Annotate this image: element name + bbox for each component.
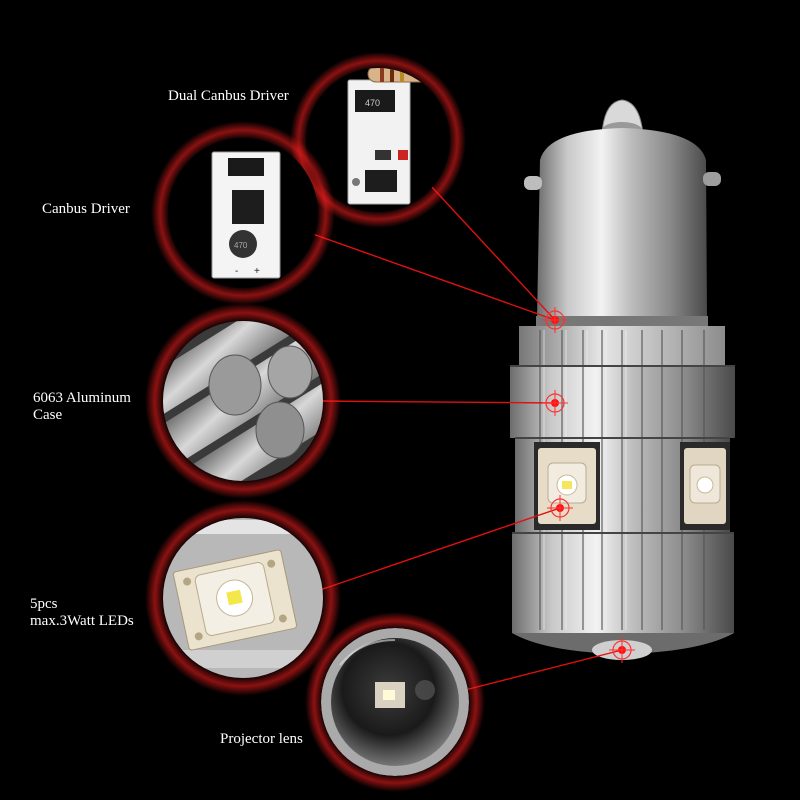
aluminum-case-label-line1: 6063 Aluminum — [33, 390, 131, 406]
projector-lens-label: Projector lens — [220, 731, 303, 747]
leds-label: 5pcs max.3Watt LEDs — [30, 596, 134, 630]
dual-driver-resistor-code: 470 — [365, 98, 380, 108]
canbus-driver-label: Canbus Driver — [42, 201, 130, 217]
aluminum-case-label-line2: Case — [33, 407, 63, 423]
bulb-base — [524, 99, 721, 326]
side-led-right — [680, 442, 730, 530]
canbus-driver-callout: 470 - + — [151, 121, 335, 305]
target-markers — [542, 307, 635, 663]
leds-label-line2: max.3Watt LEDs — [30, 613, 134, 629]
leader-lines — [309, 184, 623, 691]
dual-canbus-driver-callout: 470 — [290, 52, 466, 228]
polarity-minus: - — [235, 266, 238, 277]
dual-canbus-driver-label: Dual Canbus Driver — [168, 88, 289, 104]
polarity-plus: + — [254, 266, 260, 277]
leds-label-line1: 5pcs — [30, 596, 58, 612]
aluminum-case-callout — [145, 303, 341, 499]
aluminum-case-label: 6063 Aluminum Case — [33, 390, 131, 424]
leds-callout — [145, 500, 341, 696]
projector-lens-callout — [305, 612, 485, 792]
side-led-left — [534, 442, 600, 530]
canbus-inductor-code: 470 — [234, 241, 248, 250]
